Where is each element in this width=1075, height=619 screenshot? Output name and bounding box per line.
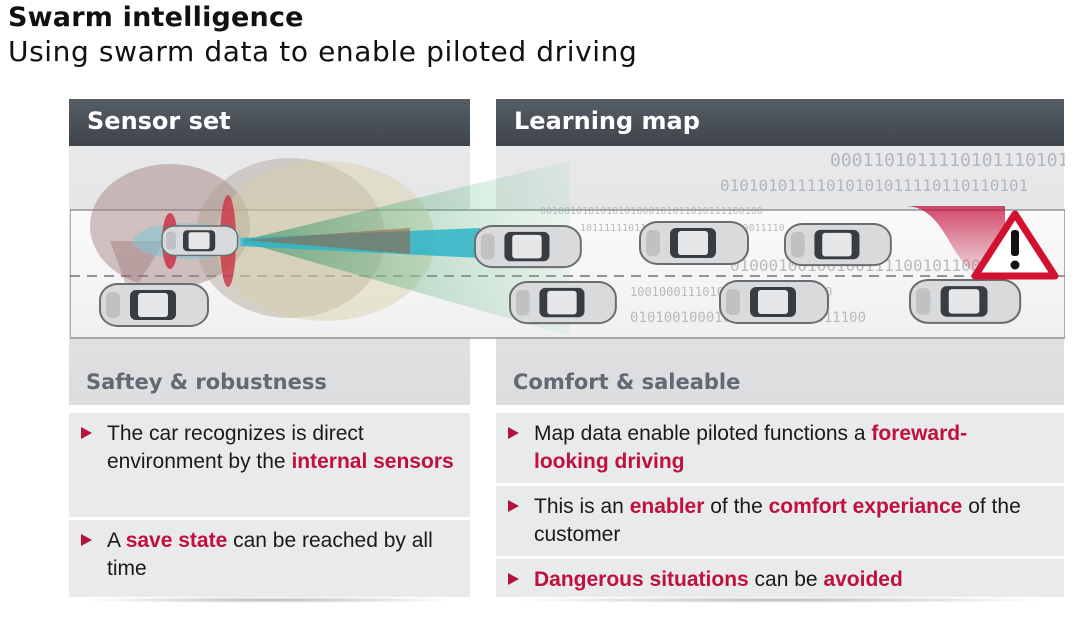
binary-line: 01010101111010101011110110110101	[720, 176, 1028, 195]
bullet-text: Map data enable piloted functions a fore…	[534, 422, 968, 473]
car-icon	[99, 283, 209, 327]
bullet-arrow-icon	[508, 427, 519, 439]
page-subtitle: Using swarm data to enable piloted drivi…	[8, 35, 638, 68]
car-icon	[908, 278, 1022, 324]
car-icon	[509, 281, 617, 325]
binary-line: 0010010101010101000101011010111100100	[540, 206, 763, 217]
bullet-arrow-icon	[508, 500, 519, 512]
safety-robustness-label: Saftey & robustness	[86, 370, 327, 394]
learning-map-header: Learning map	[496, 99, 1064, 146]
bullet-text: Dangerous situations can be avoided	[534, 568, 903, 591]
bullet-item: A save state can be reached by all time	[69, 520, 470, 597]
bullet-text: A save state can be reached by all time	[107, 529, 433, 580]
bullet-arrow-icon	[508, 573, 519, 585]
bullet-arrow-icon	[81, 427, 92, 439]
bullet-text: The car recognizes is direct environment…	[107, 422, 454, 473]
bullet-arrow-icon	[81, 534, 92, 546]
car-icon	[639, 221, 749, 265]
road-scene-illustration: 0001101011110101110101000111 01010101111…	[70, 150, 1065, 339]
bullet-item: Map data enable piloted functions a fore…	[496, 413, 1064, 483]
warning-triangle-icon	[971, 210, 1059, 280]
car-icon	[161, 225, 239, 257]
page-title: Swarm intelligence	[8, 2, 304, 33]
bullet-text: This is an enabler of the comfort experi…	[534, 495, 1021, 546]
car-icon	[474, 225, 582, 269]
comfort-saleable-label: Comfort & saleable	[513, 370, 741, 394]
car-icon	[719, 280, 829, 324]
box-shadow	[506, 597, 1054, 603]
box-shadow	[80, 597, 460, 603]
bullet-item: This is an enabler of the comfort experi…	[496, 486, 1064, 556]
car-icon	[784, 223, 892, 267]
binary-line: 0001101011110101110101000111	[830, 150, 1065, 171]
sensor-set-header: Sensor set	[69, 99, 470, 146]
bullet-item: Dangerous situations can be avoided	[496, 559, 1064, 597]
bullet-item: The car recognizes is direct environment…	[69, 413, 470, 517]
